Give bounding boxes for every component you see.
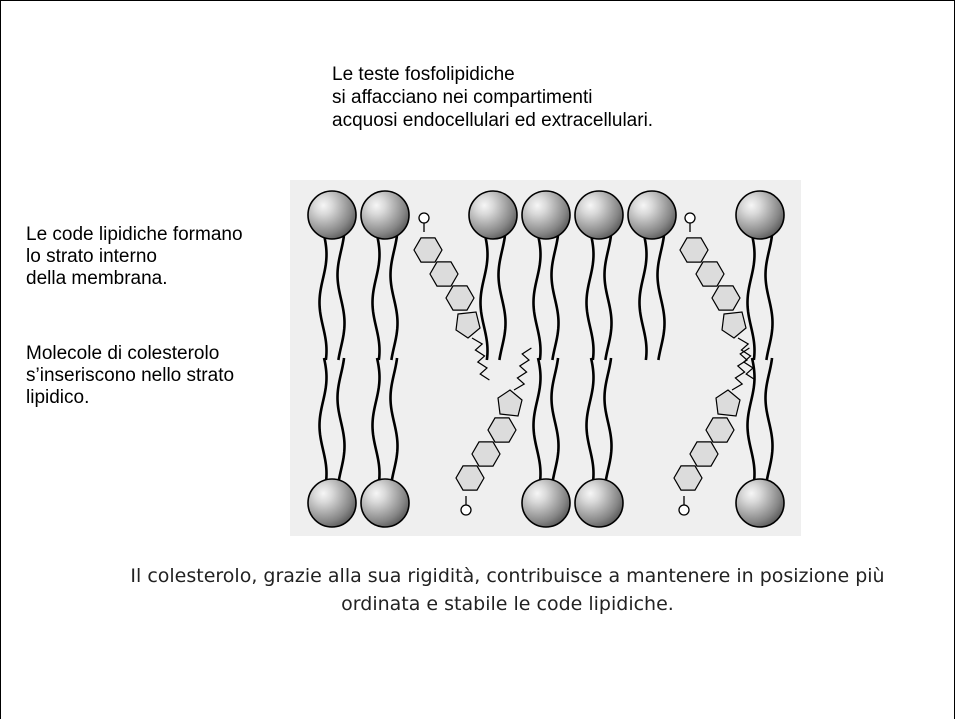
lipid-tail bbox=[318, 234, 328, 361]
steroid-pentagon bbox=[721, 311, 747, 339]
lipid-tail bbox=[371, 234, 381, 361]
cholesterol-caption: Molecole di colesterolo s’inseriscono ne… bbox=[26, 343, 234, 409]
caption-line: Le code lipidiche formano bbox=[26, 224, 243, 245]
caption-line: Molecole di colesterolo bbox=[26, 343, 220, 364]
steroid-ring bbox=[695, 261, 725, 287]
cholesterol-tail bbox=[737, 337, 756, 381]
phospholipid-head bbox=[521, 478, 571, 528]
cholesterol-molecule bbox=[673, 347, 750, 516]
steroid-pentagon bbox=[497, 389, 523, 417]
phospholipid-head bbox=[521, 190, 571, 240]
top-caption-line: si affacciano nei compartimenti bbox=[332, 87, 593, 108]
cholesterol-molecule bbox=[455, 347, 532, 516]
steroid-pentagon bbox=[455, 311, 481, 339]
steroid-ring bbox=[679, 237, 709, 263]
caption-line: della membrana. bbox=[26, 268, 168, 289]
upper-lipid-tails bbox=[318, 234, 774, 361]
lipid-tails-caption: Le code lipidiche formano lo strato inte… bbox=[26, 224, 243, 290]
cholesterol-molecules bbox=[413, 212, 756, 516]
lipid-tail bbox=[585, 357, 595, 484]
cholesterol-tail bbox=[471, 337, 490, 381]
lipid-bilayer-diagram bbox=[290, 180, 801, 536]
steroid-ring bbox=[673, 465, 703, 491]
cholesterol-molecule bbox=[413, 212, 490, 381]
steroid-ring bbox=[487, 417, 517, 443]
phospholipid-head bbox=[574, 478, 624, 528]
lipid-tail bbox=[479, 234, 489, 361]
lipid-tail bbox=[336, 234, 346, 361]
caption-line: lipidico. bbox=[26, 387, 90, 408]
top-caption: Le teste fosfolipidiche si affacciano ne… bbox=[332, 63, 653, 132]
lipid-tail bbox=[532, 234, 542, 361]
lipid-tail bbox=[336, 357, 346, 484]
steroid-ring bbox=[429, 261, 459, 287]
hydroxyl-group bbox=[678, 504, 690, 516]
lipid-tail bbox=[389, 357, 399, 484]
phospholipid-head bbox=[307, 190, 357, 240]
bottom-caption: Il colesterolo, grazie alla sua rigidità… bbox=[40, 562, 955, 618]
lipid-bilayer-illustration bbox=[307, 190, 785, 528]
phospholipid-head bbox=[360, 478, 410, 528]
lipid-tail bbox=[389, 234, 399, 361]
top-caption-line: acquosi endocellulari ed extracellulari. bbox=[332, 110, 654, 131]
steroid-ring bbox=[689, 441, 719, 467]
phospholipid-head bbox=[735, 478, 785, 528]
lipid-tail bbox=[638, 234, 648, 361]
phospholipid-head bbox=[360, 190, 410, 240]
steroid-ring bbox=[711, 285, 741, 311]
lipid-tail bbox=[532, 357, 542, 484]
steroid-ring bbox=[471, 441, 501, 467]
steroid-pentagon bbox=[715, 389, 741, 417]
lipid-tail bbox=[764, 234, 774, 361]
phospholipid-head bbox=[307, 478, 357, 528]
lipid-tail bbox=[603, 357, 613, 484]
caption-line: lo strato interno bbox=[26, 246, 157, 267]
phospholipid-heads bbox=[307, 190, 785, 528]
cholesterol-tail bbox=[731, 347, 750, 391]
steroid-ring bbox=[705, 417, 735, 443]
cholesterol-tail bbox=[513, 347, 532, 391]
hydroxyl-group bbox=[460, 504, 472, 516]
steroid-ring bbox=[445, 285, 475, 311]
lipid-tail bbox=[318, 357, 328, 484]
lipid-tail bbox=[550, 234, 560, 361]
phospholipid-head bbox=[468, 190, 518, 240]
bottom-caption-line: Il colesterolo, grazie alla sua rigidità… bbox=[130, 565, 885, 587]
steroid-ring bbox=[455, 465, 485, 491]
phospholipid-head bbox=[627, 190, 677, 240]
lipid-tail bbox=[764, 357, 774, 484]
bottom-caption-line: ordinata e stabile le code lipidiche. bbox=[341, 593, 674, 615]
lipid-tail bbox=[371, 357, 381, 484]
lipid-tail bbox=[603, 234, 613, 361]
cholesterol-molecule bbox=[679, 212, 756, 381]
lipid-tail bbox=[550, 357, 560, 484]
lipid-tail bbox=[656, 234, 666, 361]
lower-lipid-tails bbox=[318, 357, 774, 484]
lipid-tail bbox=[746, 234, 756, 361]
phospholipid-head bbox=[735, 190, 785, 240]
steroid-ring bbox=[413, 237, 443, 263]
lipid-tail bbox=[585, 234, 595, 361]
lipid-tail bbox=[497, 234, 507, 361]
caption-line: s’inseriscono nello strato bbox=[26, 365, 235, 386]
phospholipid-head bbox=[574, 190, 624, 240]
hydroxyl-group bbox=[418, 212, 430, 224]
top-caption-line: Le teste fosfolipidiche bbox=[332, 64, 515, 85]
hydroxyl-group bbox=[684, 212, 696, 224]
